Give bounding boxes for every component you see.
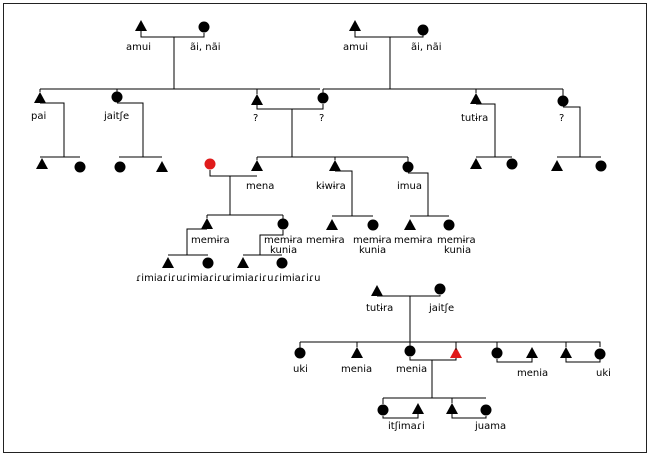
female-uki-left: [294, 347, 306, 359]
male-memira-mid: [326, 219, 338, 230]
family-bottom: tutɨra jaitʃe uki menia menia menia uki: [293, 283, 611, 432]
female-rimiariru-2: [202, 257, 214, 269]
label-tutira-bottom: tutɨra: [366, 303, 393, 314]
male-q3-child: [551, 160, 563, 171]
label-imua: imua: [397, 181, 422, 192]
male-pai: [34, 92, 46, 103]
female-uki-right: [594, 348, 606, 360]
label-kunia-left: kunia: [270, 245, 297, 256]
male-mena: [251, 160, 263, 171]
label-memira-kunia-left: memɨra: [264, 235, 303, 246]
female-imua: [402, 161, 414, 173]
label-tutira-top: tutɨra: [461, 113, 488, 124]
female-grandparent-left: [198, 21, 210, 33]
label-memira-kunia-right: memɨra: [437, 235, 476, 246]
label-memira-mid: memɨra: [306, 235, 345, 246]
label-jaitfe-top: jaitʃe: [103, 111, 129, 122]
male-juama-1: [446, 403, 458, 414]
male-pai-child: [36, 158, 48, 169]
male-grandparent-right: [349, 20, 361, 31]
label-juama: juama: [474, 421, 506, 432]
female-menia-ego: [404, 345, 416, 357]
female-pai-child: [74, 161, 86, 173]
label-menia-ego: menia: [396, 364, 427, 375]
ego-male-highlighted: [450, 347, 462, 358]
male-kiwira: [329, 160, 341, 171]
male-menia-2: [526, 347, 538, 358]
female-rimiariru-4: [276, 257, 288, 269]
male-jaitfe-child: [156, 161, 168, 172]
male-memira-left: [201, 218, 213, 229]
label-itfimari: itʃimaɾi: [388, 421, 425, 432]
male-menia-1: [351, 347, 363, 358]
female-jaitfe-bottom: [434, 283, 446, 295]
female-grandparent-right: [417, 24, 429, 36]
label-q1: ?: [253, 113, 258, 124]
male-sibling-2: [560, 347, 572, 358]
family-top-right: amui ãi, nãi ? tutɨra ?: [317, 20, 607, 172]
label-q3: ?: [559, 113, 564, 124]
female-memira-kunia-right: [443, 219, 455, 231]
male-memira-right: [404, 219, 416, 230]
label-jaitfe-bottom: jaitʃe: [428, 303, 454, 314]
female-parent-unknown-2: [317, 92, 329, 104]
ego-generation: mena kɨwɨra imua memɨra ɾimiaɾiɾu ɾimiaɾ…: [136, 104, 476, 284]
label-kiwira: kɨwɨra: [316, 181, 346, 192]
female-parent-unknown-3: [557, 95, 569, 107]
male-rimiariru-3: [237, 257, 249, 268]
female-jaitfe-child: [114, 161, 126, 173]
family-top-left: amui ãi, nãi pai jaitʃe ?: [31, 20, 320, 173]
female-sibling-1: [491, 347, 503, 359]
label-amui-left: amui: [126, 42, 151, 53]
label-kunia-right: kunia: [444, 245, 471, 256]
male-tutira-top: [470, 93, 482, 104]
label-memira-kunia-mid: memɨra: [353, 235, 392, 246]
diagram-frame: [3, 3, 647, 453]
label-menia-2: menia: [517, 368, 548, 379]
female-jaitfe-top: [111, 91, 123, 103]
label-uki-left: uki: [293, 364, 308, 375]
male-tutira-bottom: [371, 285, 383, 296]
label-kunia-mid: kunia: [359, 245, 386, 256]
male-parent-unknown-1: [251, 94, 263, 105]
female-memira-kunia-left: [277, 218, 289, 230]
female-itfimari-1: [377, 404, 389, 416]
male-rimiariru-1: [162, 257, 174, 268]
label-rimiariru-1: ɾimiaɾiɾu: [136, 273, 182, 284]
label-mena: mena: [246, 181, 274, 192]
female-tutira-child: [506, 158, 518, 170]
label-ai-nai-left: ãi, nãi: [190, 42, 221, 53]
label-menia-1: menia: [341, 364, 372, 375]
label-uki-right: uki: [596, 368, 611, 379]
male-grandparent-left: [135, 20, 147, 31]
female-juama-2: [480, 404, 492, 416]
male-tutira-child: [470, 158, 482, 169]
female-q3-child: [595, 160, 607, 172]
label-memira-left: memɨra: [191, 235, 230, 246]
label-amui-right: amui: [343, 42, 368, 53]
male-itfimari-2: [412, 403, 424, 414]
label-rimiariru-2: ɾimiaɾiɾu: [182, 273, 228, 284]
label-q2: ?: [319, 113, 324, 124]
label-rimiariru-4: ɾimiaɾiɾu: [274, 273, 320, 284]
ego-female-highlighted: [204, 158, 216, 170]
label-ai-nai-right: ãi, nãi: [411, 42, 442, 53]
label-rimiariru-3: ɾimiaɾiɾu: [227, 273, 273, 284]
label-memira-right: memɨra: [394, 235, 433, 246]
female-memira-kunia-mid: [367, 219, 379, 231]
label-pai: pai: [31, 111, 46, 122]
